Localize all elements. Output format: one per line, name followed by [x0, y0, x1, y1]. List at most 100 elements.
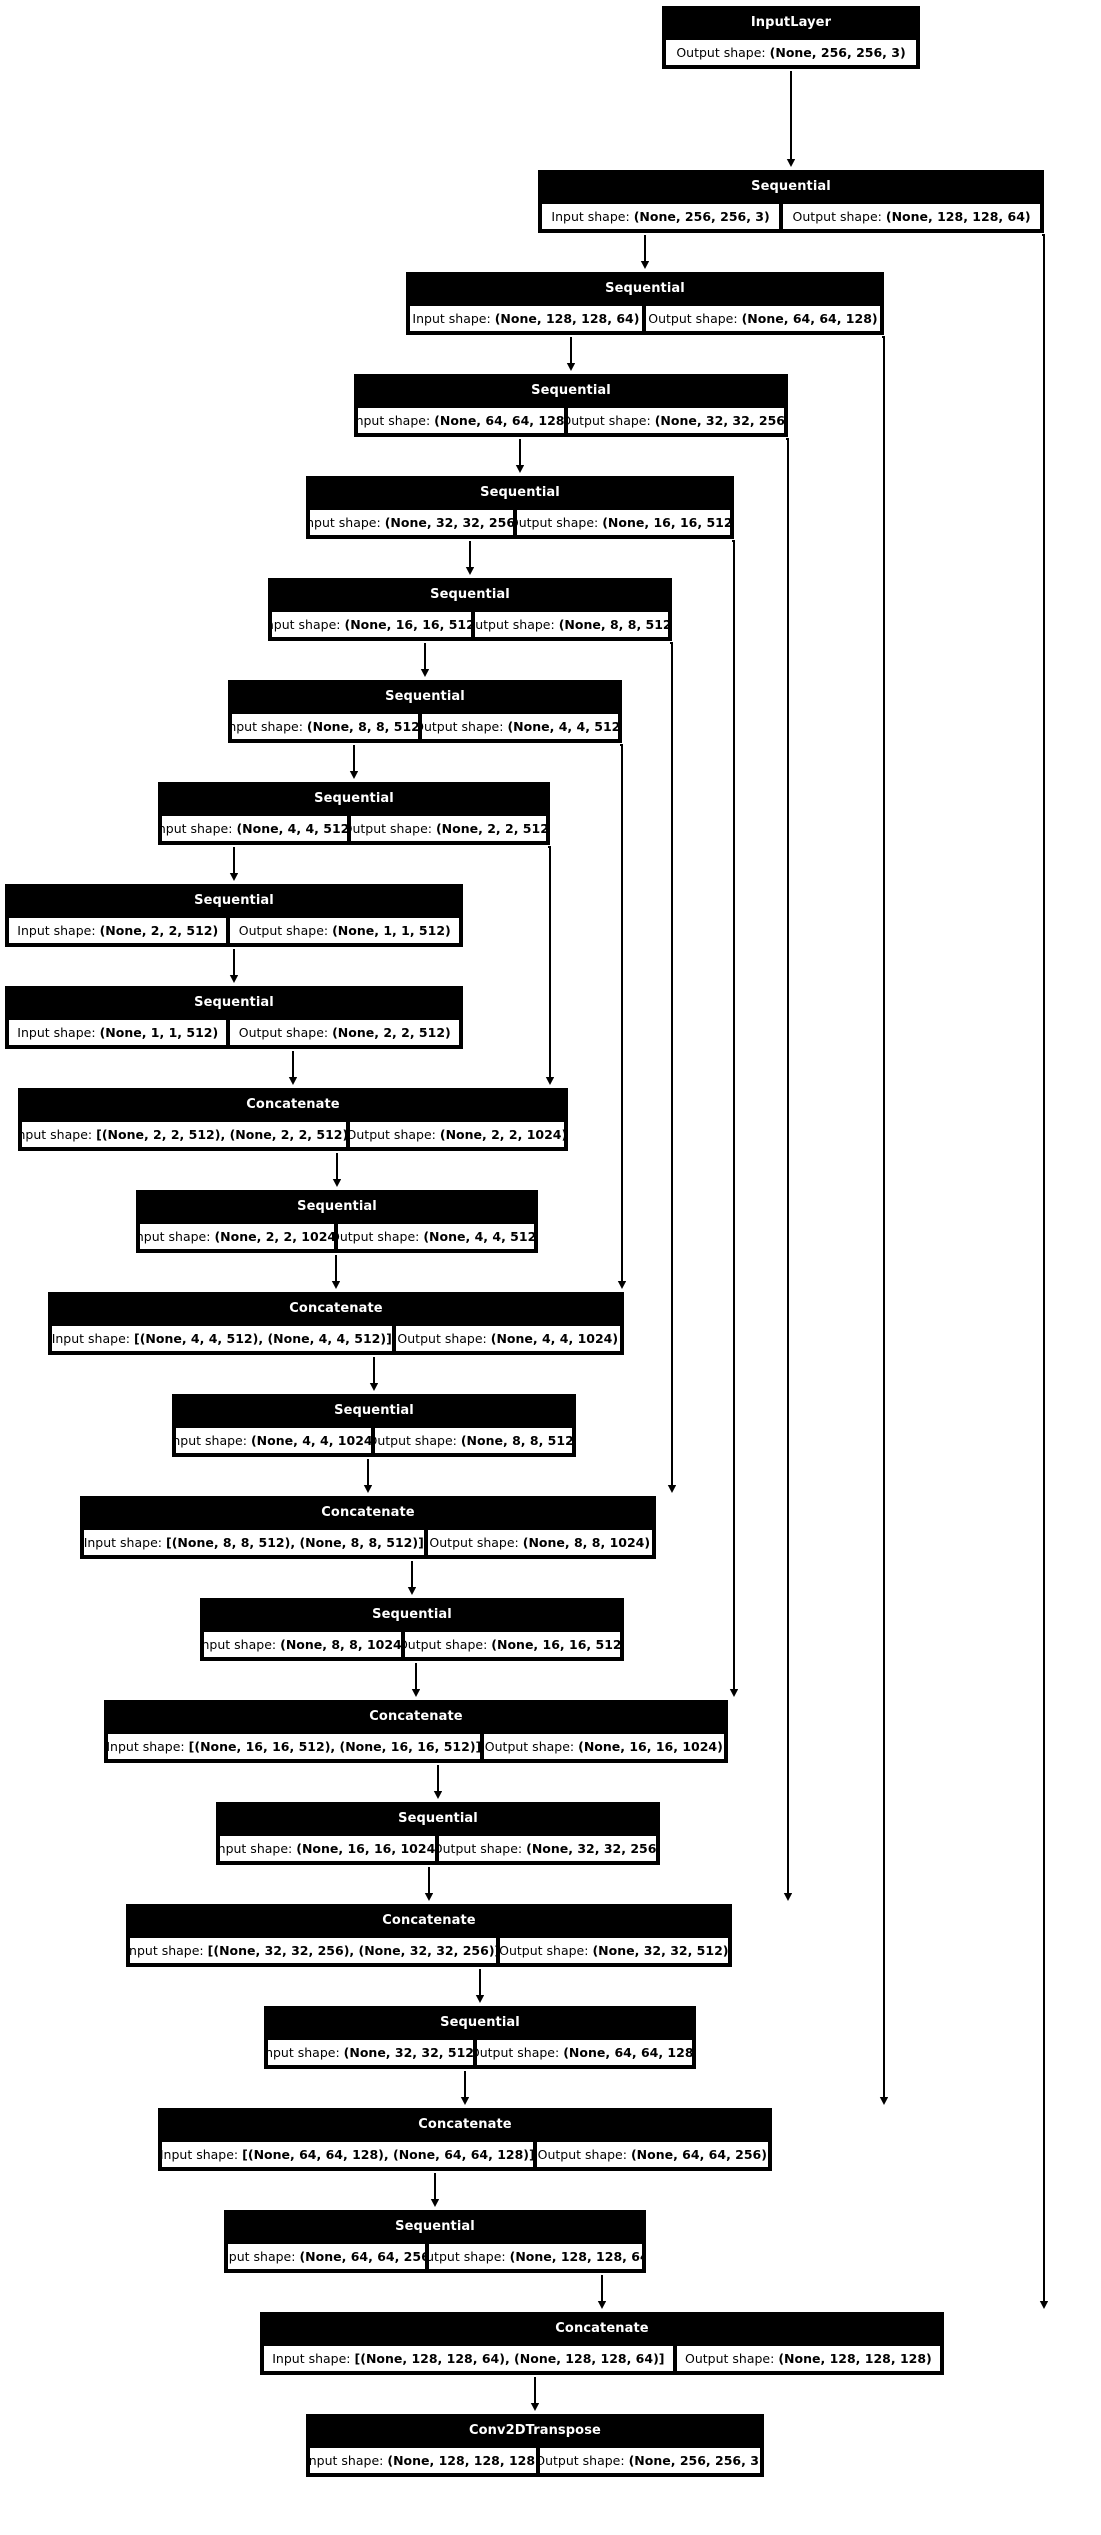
- node-type-label: Concatenate: [128, 1906, 730, 1936]
- output-shape-value: (None, 4, 4, 512): [507, 719, 620, 734]
- input-shape-value: (None, 1, 1, 512): [99, 1025, 219, 1040]
- node-type-label: Sequential: [230, 682, 620, 712]
- output-shape-prefix: Output shape:: [349, 821, 432, 836]
- input-shape-prefix: Input shape:: [308, 515, 381, 530]
- input-shape-value: (None, 256, 256, 3): [633, 209, 770, 224]
- node-type-label: Sequential: [138, 1192, 536, 1222]
- edge-enc6-to-concat2: [617, 744, 627, 1289]
- input-shape-value: [(None, 128, 128, 64), (None, 128, 128, …: [354, 2351, 665, 2366]
- input-shape-prefix: Input shape:: [83, 1535, 162, 1550]
- output-shape-prefix: Output shape:: [792, 209, 882, 224]
- output-shape-prefix: Output shape:: [335, 1229, 420, 1244]
- node-output-shape: Output shape:(None, 4, 4, 512): [335, 1222, 536, 1251]
- node-output-shape: Output shape:(None, 8, 8, 512): [472, 610, 670, 639]
- output-shape-prefix: Output shape:: [429, 1535, 519, 1550]
- node-output-shape: Output shape:(None, 64, 64, 128): [475, 2038, 694, 2067]
- input-shape-prefix: Input shape:: [17, 1025, 96, 1040]
- node-shape-row: Input shape:[(None, 64, 64, 128), (None,…: [160, 2140, 770, 2169]
- node-input-shape: Input shape:(None, 8, 8, 512): [230, 712, 421, 741]
- input-shape-prefix: Input shape:: [308, 2453, 384, 2468]
- output-shape-prefix: Output shape:: [238, 923, 329, 938]
- output-shape-value: (None, 2, 2, 1024): [439, 1127, 566, 1142]
- node-shape-row: Input shape:(None, 256, 256, 3) Output sh…: [540, 202, 1043, 231]
- output-shape-value: (None, 16, 16, 512): [602, 515, 732, 530]
- node-shape-row: Input shape:[(None, 16, 16, 512), (None,…: [106, 1732, 726, 1761]
- node-output-shape: Output shape:(None, 4, 4, 512): [420, 712, 620, 741]
- input-shape-value: [(None, 32, 32, 256), (None, 32, 32, 256…: [207, 1943, 498, 1958]
- node-type-label: Conv2DTranspose: [308, 2416, 762, 2446]
- output-shape-prefix: Output shape:: [537, 2453, 625, 2468]
- input-shape-prefix: Input shape:: [551, 209, 630, 224]
- node-output-shape: Output shape:(None, 8, 8, 512): [372, 1426, 574, 1455]
- output-shape-prefix: Output shape:: [403, 1637, 488, 1652]
- node-shape-row: Input shape:(None, 64, 64, 256)Output sh…: [226, 2242, 644, 2271]
- node-output-shape: Output shape:(None, 2, 2, 1024): [347, 1120, 566, 1149]
- node-shape-row: Input shape:(None, 32, 32, 256)Output sh…: [308, 508, 732, 537]
- input-shape-prefix: Input shape:: [228, 2249, 296, 2264]
- output-shape-prefix: Output shape:: [472, 617, 555, 632]
- output-shape-value: (None, 8, 8, 1024): [522, 1535, 651, 1550]
- input-shape-prefix: Input shape:: [412, 311, 491, 326]
- node-input-shape: Input shape:[(None, 64, 64, 128), (None,…: [160, 2140, 535, 2169]
- node-shape-row: Input shape:[(None, 8, 8, 512), (None, 8…: [82, 1528, 654, 1557]
- output-shape-value: (None, 4, 4, 1024): [490, 1331, 619, 1346]
- edge-enc7-to-concat1: [545, 846, 555, 1085]
- input-shape-value: (None, 16, 16, 512): [344, 617, 473, 632]
- node-input-shape: Input shape:(None, 4, 4, 512): [160, 814, 350, 843]
- node-shape-row: Input shape:(None, 128, 128, 64)Output s…: [408, 304, 882, 333]
- input-shape-value: [(None, 4, 4, 512), (None, 4, 4, 512)]: [133, 1331, 392, 1346]
- node-output-shape: Output shape:(None, 32, 32, 256): [436, 1834, 658, 1863]
- node-input-shape: Input shape:(None, 16, 16, 1024): [218, 1834, 437, 1863]
- node-type-label: InputLayer: [664, 8, 918, 38]
- input-shape-value: (None, 32, 32, 256): [384, 515, 516, 530]
- output-shape-value: (None, 1, 1, 512): [332, 923, 451, 938]
- node-output-shape: Output shape:(None, 128, 128, 64): [426, 2242, 644, 2271]
- node-input-shape: Input shape:(None, 32, 32, 512): [266, 2038, 476, 2067]
- input-shape-prefix: Input shape:: [128, 1943, 204, 1958]
- node-type-label: Sequential: [174, 1396, 574, 1426]
- node-input-shape: Input shape:[(None, 128, 128, 64), (None…: [262, 2344, 675, 2373]
- node-shape-row: Input shape:[(None, 4, 4, 512), (None, 4…: [50, 1324, 622, 1353]
- output-shape-value: (None, 16, 16, 512): [491, 1637, 622, 1652]
- node-output-shape: Output shape:(None, 128, 128, 128): [674, 2344, 943, 2373]
- output-shape-prefix: Output shape:: [475, 2045, 560, 2060]
- node-input-shape: Input shape:(None, 128, 128, 128): [308, 2446, 538, 2475]
- node-output-shape: Output shape:(None, 16, 16, 512): [515, 508, 732, 537]
- output-shape-value: (None, 4, 4, 512): [423, 1229, 536, 1244]
- input-shape-prefix: Input shape:: [218, 1841, 293, 1856]
- node-output-shape: Output shape:(None, 64, 64, 128): [643, 304, 882, 333]
- output-shape-prefix: Output shape:: [484, 1739, 575, 1754]
- node-input-shape: Input shape:[(None, 8, 8, 512), (None, 8…: [82, 1528, 426, 1557]
- node-shape-row: Input shape:(None, 64, 64, 128)Output sh…: [356, 406, 786, 435]
- output-shape-value: (None, 64, 64, 256): [630, 2147, 767, 2162]
- output-shape-value: (None, 64, 64, 128): [563, 2045, 694, 2060]
- node-shape-row: Input shape:(None, 128, 128, 128)Output …: [308, 2446, 762, 2475]
- node-input-shape: Input shape:(None, 32, 32, 256): [308, 508, 516, 537]
- edge-enc1-to-concat7: [1039, 234, 1049, 2309]
